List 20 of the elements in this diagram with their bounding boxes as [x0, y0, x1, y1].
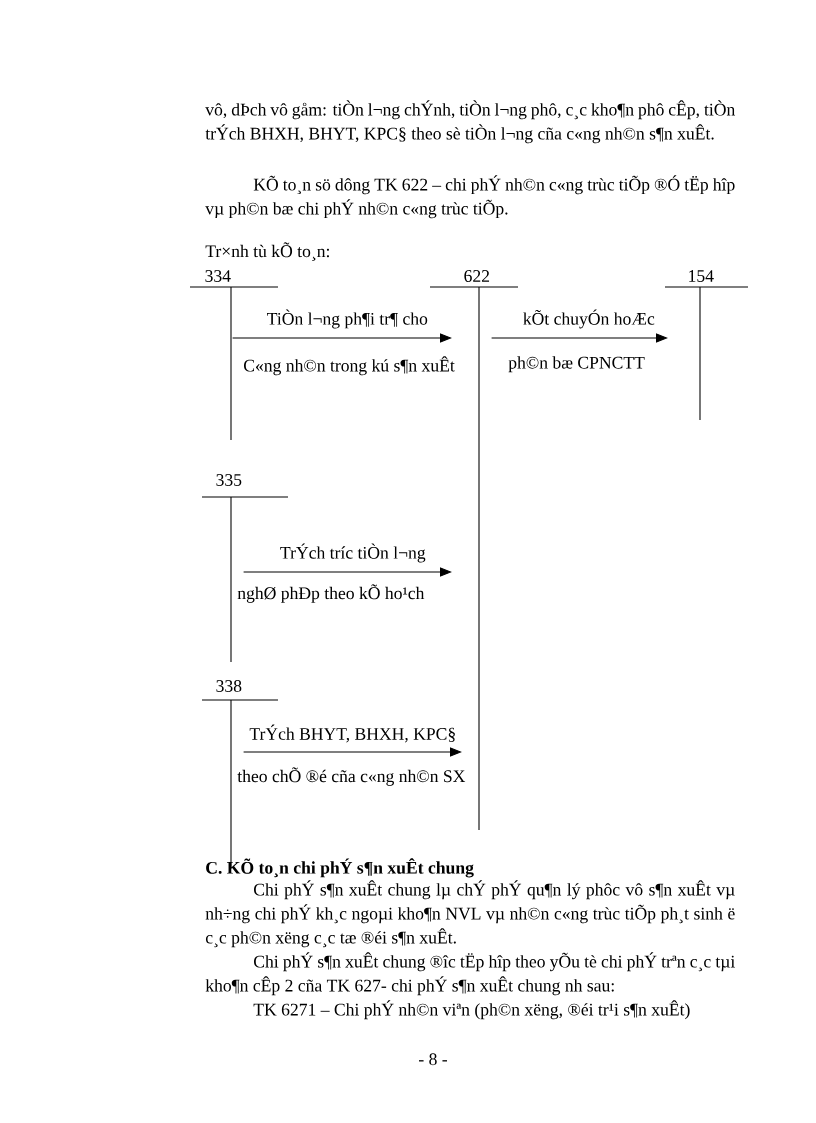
arrow [232, 333, 452, 343]
note-text: nghØ phÐp theo kÕ ho¹ch [237, 584, 425, 603]
note-text: ph©n bæ CPNCTT [508, 356, 645, 373]
arrow [243, 567, 452, 577]
edge-label: kÕt chuyÓn hoÆc [523, 309, 655, 329]
paragraph: TK 6271 – Chi phÝ nh©n viªn (ph©n xëng, ®éi tr¹i s¶n xuÊt) [253, 1000, 690, 1020]
arrow [491, 333, 668, 343]
edge-label: TrÝch BHYT, BHXH, KPC§ [249, 724, 455, 743]
paragraph: vô, dÞch vô gåm: tiÒn l¬ng chÝnh, tiÒn l¬ng phô, c¸c kho¶n phô cÊp, tiÒn trÝch BHXH, BHYT, KPC§ theo sè tiÒn l¬ng cña c«ng nh©n s¶n xuÊt. [205, 100, 735, 144]
arrow [243, 747, 462, 757]
edge-label: TrÝch tríc tiÒn l¬ng [280, 543, 426, 563]
note-text: C«ng nh©n trong kú s¶n xuÊt [244, 356, 455, 376]
note-text: theo chÕ ®é cña c«ng nh©n SX [237, 767, 466, 786]
section-heading: C. KÕ to¸n chi phÝ s¶n xuÊt chung [206, 858, 474, 878]
t-account: 154 [664, 270, 749, 421]
paragraph: KÕ to¸n sö dông TK 622 – chi phÝ nh©n c«ng trùc tiÕp ®Ó tËp hîp vµ ph©n bæ chi phÝ nh©n c«ng trùc tiÕp. [205, 175, 735, 219]
page-number: - 8 - [419, 1053, 448, 1066]
paragraph: Chi phÝ s¶n xuÊt chung lµ chÝ phÝ qu¶n lý phôc vô s¶n xuÊt vµ nh÷ng chi phÝ kh¸c ngoµi kho¶n NVL vµ nh©n c«ng trùc tiÕp ph¸t sinh ë c¸c ph©n xëng c¸c tæ ®éi s¶n xuÊt. [205, 880, 735, 948]
paragraph: Chi phÝ s¶n xuÊt chung ®îc tËp hîp theo yÕu tè chi phÝ trªn c¸c tµi kho¶n cÊp 2 cña TK 627- chi phÝ s¶n xuÊt chung nh sau: [205, 952, 735, 996]
edge-label: TiÒn l¬ng ph¶i tr¶ cho [267, 309, 428, 329]
